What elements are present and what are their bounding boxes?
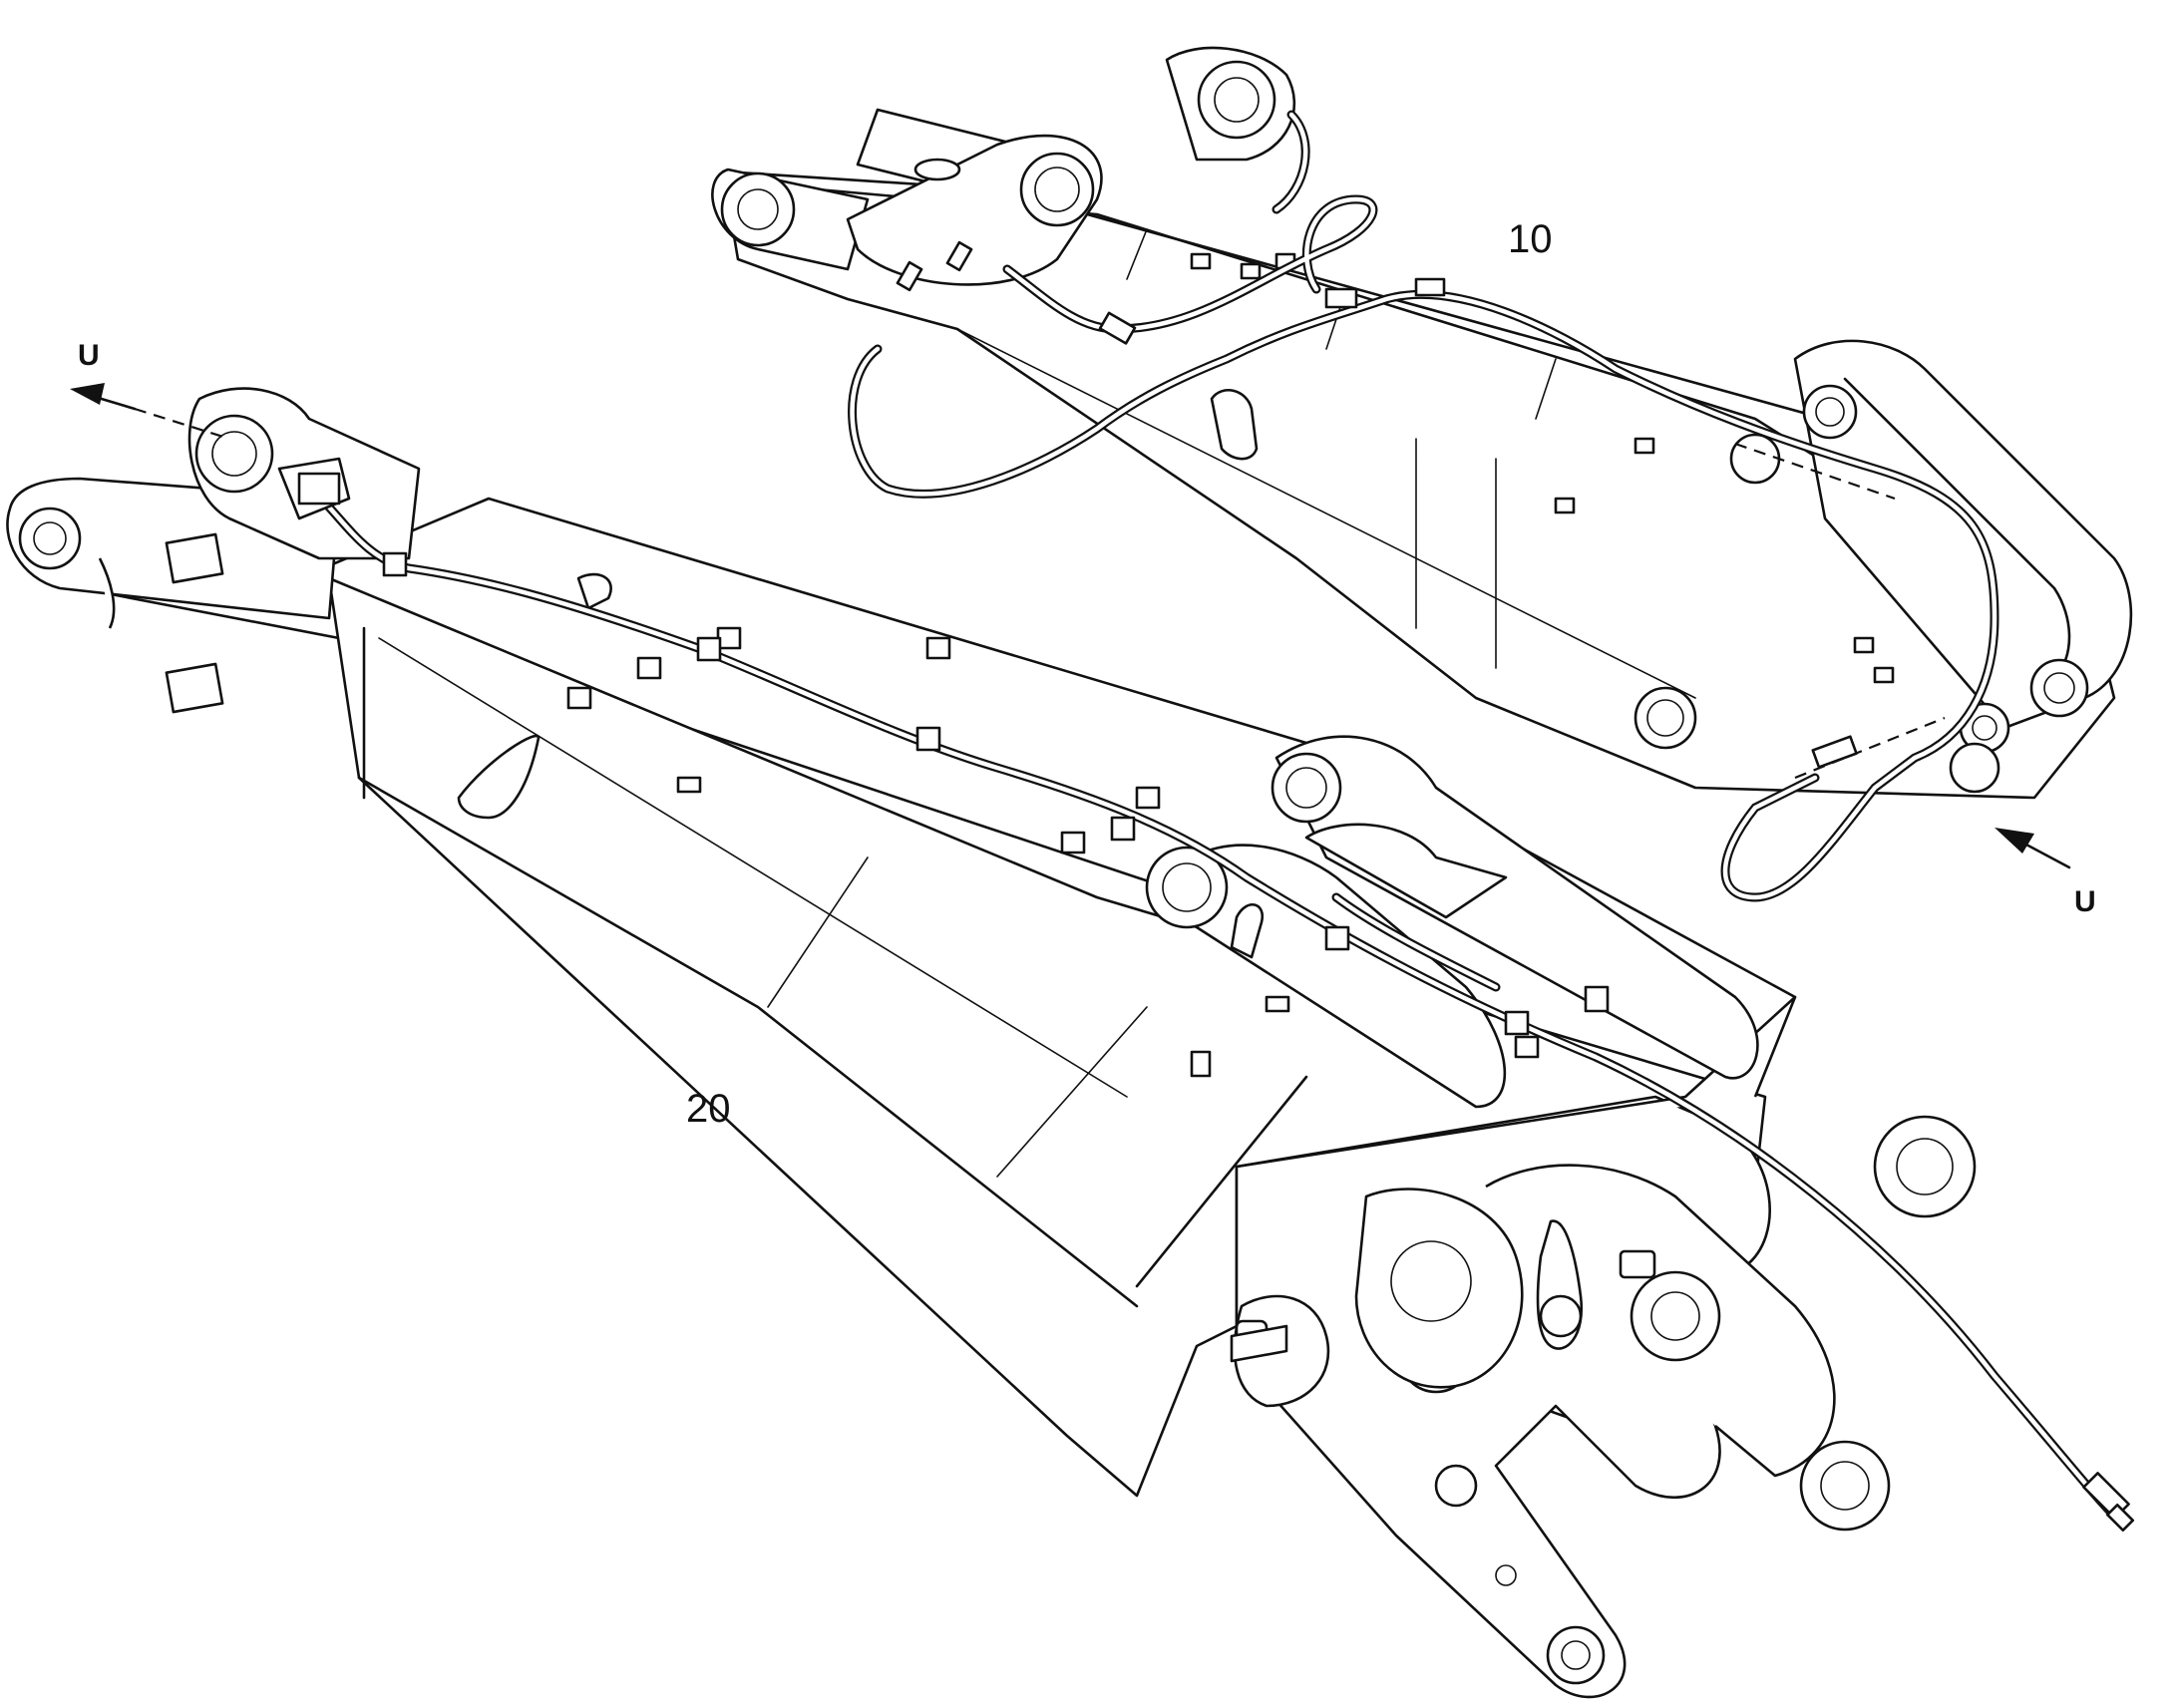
callout-upper-assembly: 10 [1508,217,1553,261]
view-marker-left: U [78,339,100,372]
lower-boom-assembly [6,383,2135,1699]
callout-lower-assembly: 20 [686,1087,731,1131]
view-marker-right: U [2074,885,2096,918]
upper-arm-assembly [711,46,2133,902]
